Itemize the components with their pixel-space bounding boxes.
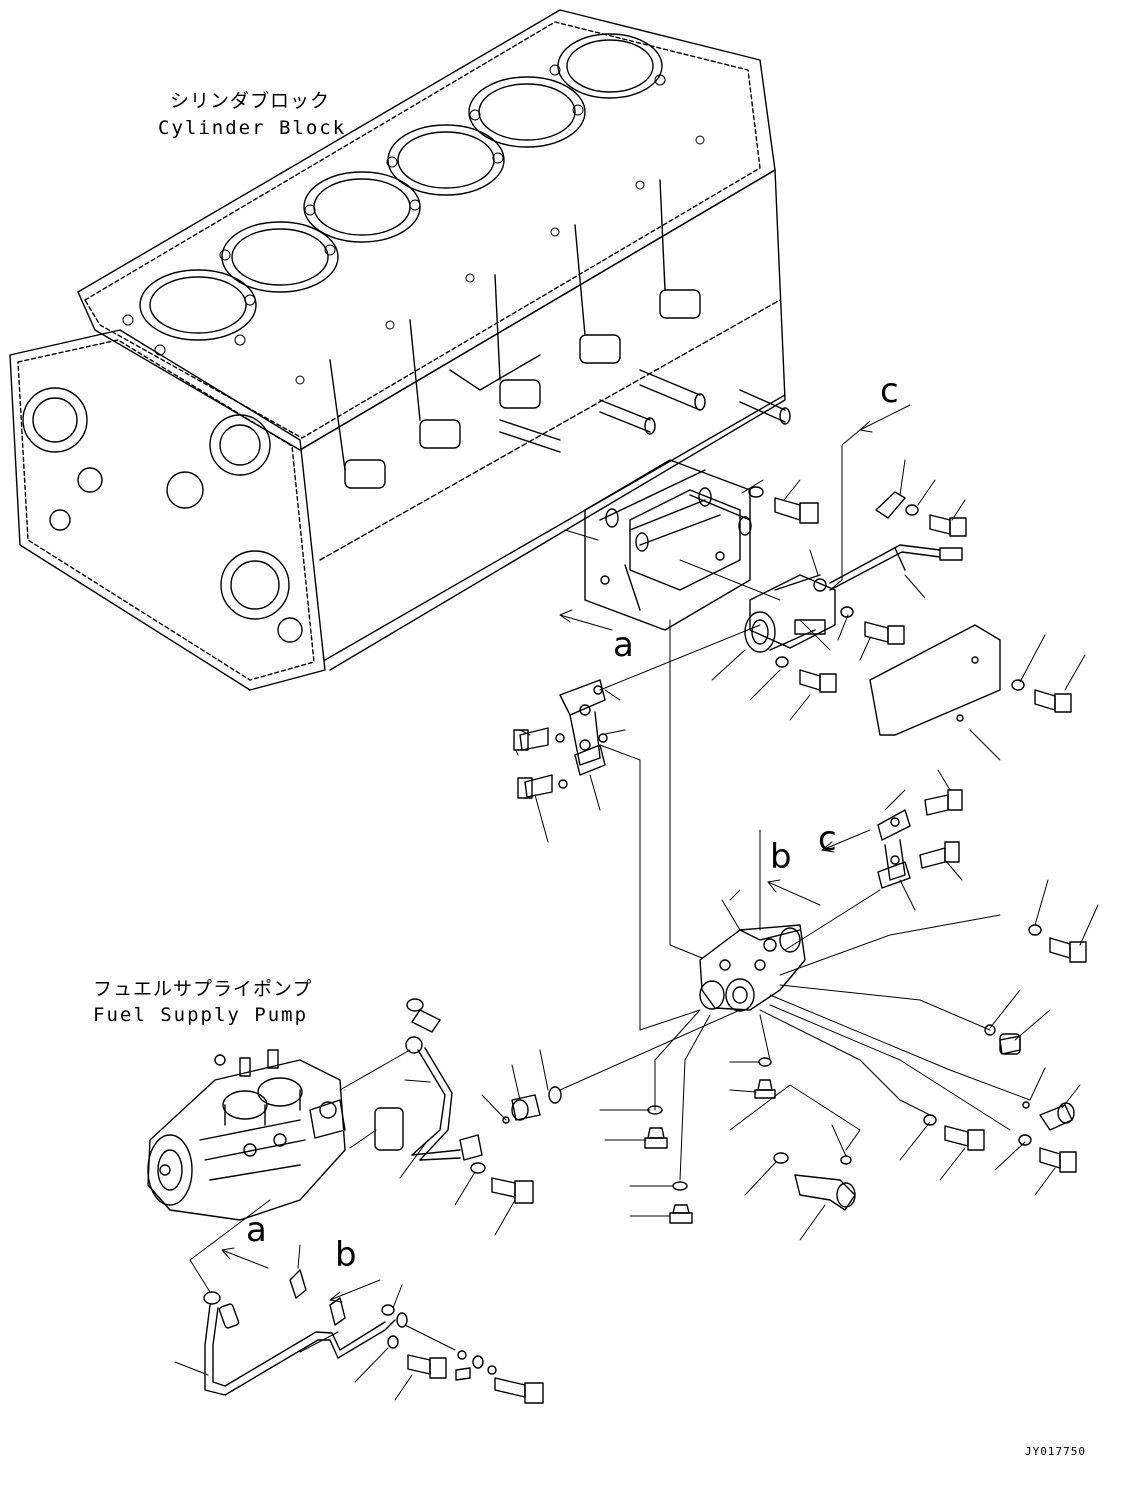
fuel-pump-label-en: Fuel Supply Pump bbox=[93, 1004, 309, 1026]
arrow-ref-b-mid: b bbox=[770, 837, 792, 877]
cylinder-block bbox=[10, 10, 790, 690]
inlet-fitting bbox=[503, 1087, 561, 1123]
arrow-ref-c-top: c bbox=[880, 371, 899, 411]
bracket-bolts bbox=[749, 487, 1071, 712]
cylinder-block-label-en: Cylinder Block bbox=[158, 117, 347, 139]
cylinder-block-label-jp: シリンダブロック bbox=[170, 90, 331, 112]
plugs-and-seals bbox=[645, 1058, 855, 1223]
valve-bolts bbox=[924, 925, 1086, 1172]
arrow-ref-a-low: a bbox=[246, 1210, 267, 1250]
fuel-supply-pump bbox=[148, 1050, 345, 1220]
fuel-pipe-short bbox=[375, 999, 533, 1203]
arrow-ref-c-mid: c bbox=[818, 819, 837, 859]
mounting-bracket bbox=[585, 460, 751, 630]
heat-shield-plate bbox=[870, 625, 1000, 735]
connector-left bbox=[514, 680, 607, 798]
leader-lines bbox=[175, 405, 1098, 1400]
arrow-ref-b-low: b bbox=[335, 1235, 357, 1275]
arrow-ref-a-mid: a bbox=[613, 625, 634, 665]
connector-right bbox=[878, 790, 962, 888]
valve-body bbox=[700, 925, 805, 1011]
fuel-pump-label-jp: フュエルサプライポンプ bbox=[93, 978, 313, 1000]
fuel-pipe-long bbox=[204, 1270, 543, 1403]
solenoid-valve bbox=[745, 545, 962, 652]
drawing-code: JY017750 bbox=[1025, 1445, 1086, 1458]
